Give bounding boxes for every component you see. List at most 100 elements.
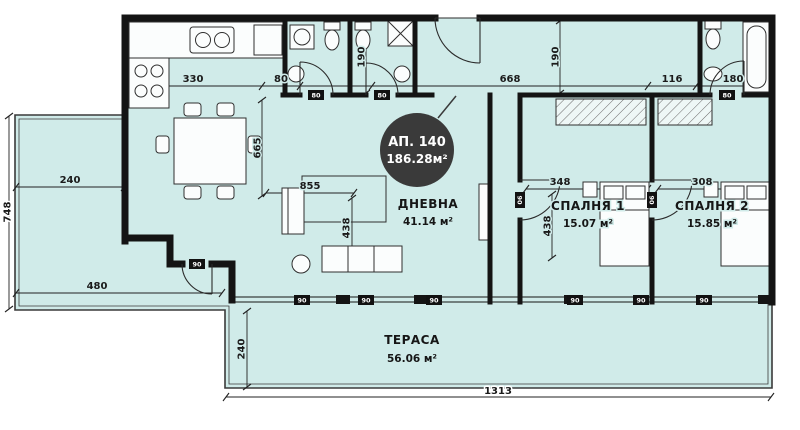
svg-text:90: 90 <box>570 297 580 305</box>
door-swings <box>181 17 745 295</box>
room-area-bedroom1: 15.07 м² <box>563 218 613 230</box>
svg-text:90: 90 <box>648 195 656 205</box>
dim-top-180: 180 <box>723 74 744 85</box>
room-area-living: 41.14 м² <box>403 216 453 228</box>
badge-apartment-number: АП. 140 <box>388 135 446 150</box>
interior-walls <box>280 15 775 305</box>
dim-living-855: 855 <box>300 181 321 192</box>
dim-top-190-left: 190 <box>357 47 368 68</box>
toilet-icon <box>354 21 372 51</box>
toilet-icon <box>323 21 341 51</box>
svg-text:90: 90 <box>361 297 371 305</box>
dim-left-480: 480 <box>87 281 108 292</box>
shower-icon <box>387 20 414 47</box>
badge-total-area: 186.28м² <box>386 152 447 166</box>
bed-2 <box>720 181 771 267</box>
nightstand <box>703 181 719 198</box>
dim-top-668: 668 <box>500 74 521 85</box>
door-size-tag: 80 <box>719 90 735 100</box>
door-size-tag: 90 <box>515 192 525 208</box>
nightstand <box>582 181 598 198</box>
door-size-tag: 90 <box>426 295 442 305</box>
chair <box>216 102 235 117</box>
dim-top-80: 80 <box>274 74 288 85</box>
stove-icon <box>134 64 164 98</box>
fridge <box>253 24 283 56</box>
badge-pointer-line <box>437 95 457 119</box>
svg-text:90: 90 <box>636 297 646 305</box>
dim-living-438: 438 <box>342 218 353 239</box>
apartment-badge: АП. 140 186.28м² <box>380 95 457 187</box>
svg-text:80: 80 <box>722 92 732 100</box>
door-size-tag: 90 <box>189 259 205 269</box>
dim-left-240: 240 <box>60 175 81 186</box>
room-labels: ДНЕВНА 41.14 м² СПАЛНЯ 1 15.07 м² СПАЛНЯ… <box>383 196 750 367</box>
bathtub-icon <box>742 21 771 93</box>
door-size-tag: 90 <box>294 295 310 305</box>
dim-top-190-right: 190 <box>551 47 562 68</box>
dim-living-665: 665 <box>253 138 264 159</box>
dim-bottom-1313: 1313 <box>484 386 512 397</box>
dim-left-748: 748 <box>3 202 14 223</box>
loveseat <box>281 187 305 235</box>
washing-machine-icon <box>289 24 315 50</box>
door-size-tags: 90 90 90 90 90 90 90 80 80 80 90 90 <box>189 90 735 305</box>
svg-text:80: 80 <box>377 92 387 100</box>
door-size-tag: 90 <box>647 192 657 208</box>
door-size-tag: 90 <box>633 295 649 305</box>
exterior-walls <box>121 14 776 306</box>
room-area-terrace: 56.06 м² <box>387 353 437 365</box>
door-terrace-step <box>181 263 213 295</box>
kitchen-sink-icon <box>189 26 235 54</box>
wardrobe-bedroom1 <box>555 98 647 126</box>
chair <box>247 135 262 154</box>
door-size-tag: 90 <box>567 295 583 305</box>
door-bedroom2 <box>651 179 693 221</box>
entrance-door <box>434 17 481 64</box>
dining-chairs <box>155 102 262 200</box>
sofa <box>321 245 403 273</box>
dim-left-240-lower: 240 <box>237 339 248 360</box>
chair <box>155 135 170 154</box>
room-label-living: ДНЕВНА <box>398 197 459 211</box>
terrace-parapet <box>14 114 773 389</box>
wardrobe-bedroom2 <box>657 98 713 126</box>
room-label-bedroom2: СПАЛНЯ 2 <box>675 199 749 213</box>
door-bathroom3 <box>709 60 745 96</box>
toilet-icon <box>704 20 722 50</box>
dining-table <box>173 117 247 185</box>
room-area-bedroom2: 15.85 м² <box>687 218 737 230</box>
door-bathroom2 <box>365 62 399 96</box>
room-label-bedroom1: СПАЛНЯ 1 <box>551 199 625 213</box>
washbasin-icon <box>703 66 723 82</box>
door-size-tag: 90 <box>696 295 712 305</box>
svg-text:90: 90 <box>699 297 709 305</box>
svg-text:90: 90 <box>297 297 307 305</box>
door-bedroom1 <box>519 179 561 221</box>
dim-bedroom1-348: 348 <box>550 177 571 188</box>
door-size-tag: 80 <box>374 90 390 100</box>
chair <box>183 185 202 200</box>
washbasin-icon <box>287 65 305 83</box>
svg-text:90: 90 <box>192 261 202 269</box>
chair <box>183 102 202 117</box>
dim-top-330: 330 <box>183 74 204 85</box>
dim-bedroom1-438: 438 <box>543 216 554 237</box>
dimension-labels: 330 80 190 668 190 116 180 240 748 480 2… <box>1 45 745 398</box>
bed-1 <box>599 181 650 267</box>
door-size-tag: 90 <box>358 295 374 305</box>
tv-unit <box>478 183 489 241</box>
svg-text:90: 90 <box>516 195 524 205</box>
dim-top-116: 116 <box>662 74 683 85</box>
door-bathroom1 <box>299 61 334 96</box>
chair <box>216 185 235 200</box>
svg-text:90: 90 <box>429 297 439 305</box>
badge-circle <box>380 113 454 187</box>
coffee-table <box>291 254 311 274</box>
room-label-terrace: ТЕРАСА <box>384 333 440 347</box>
washbasin-icon <box>393 65 411 83</box>
door-size-tag: 80 <box>308 90 324 100</box>
svg-text:80: 80 <box>311 92 321 100</box>
